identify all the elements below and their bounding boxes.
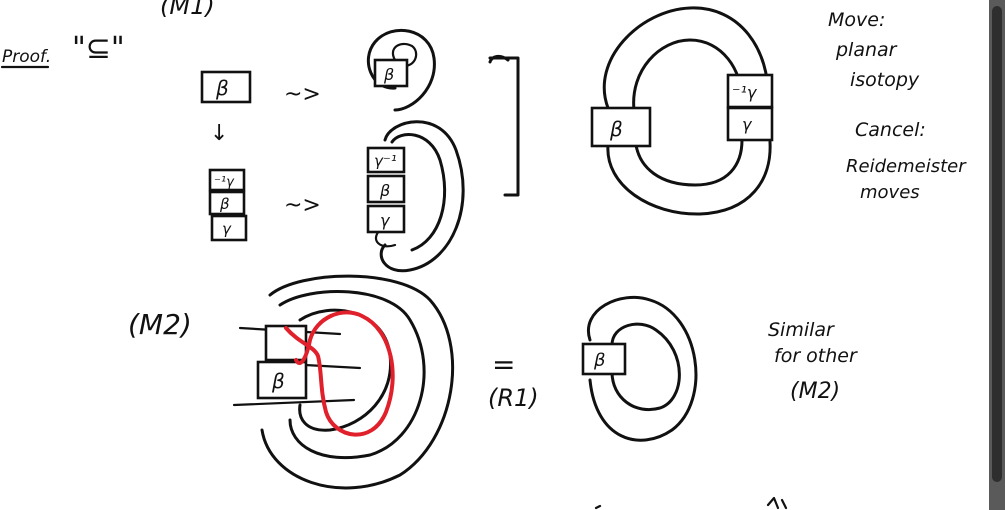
annulus-inner-bottom: [634, 138, 744, 187]
equals-sign: =: [492, 348, 515, 381]
note-similar: Similar: [768, 319, 835, 341]
label-m2: (M2): [128, 308, 192, 341]
m2-upper-box: [264, 324, 308, 362]
subset-quote: "⊆": [72, 31, 125, 66]
beta-box-mid: [366, 174, 406, 204]
m2-outer-ring: [260, 274, 455, 490]
gamma-inv-box-small: [208, 168, 246, 192]
beta-box: [200, 70, 252, 104]
gamma-inv-annulus-label: ⁻¹γ: [732, 83, 758, 102]
m2-strand-bottom: [232, 398, 356, 407]
closure-bottom-middle: [390, 133, 447, 252]
note-move: Move:: [828, 9, 885, 31]
red-highlight-loop: [284, 310, 395, 437]
gamma-inv-box: [366, 146, 406, 174]
note-moves: moves: [860, 182, 920, 203]
beta-mid-label: β: [379, 181, 390, 200]
result-inner-ring: [610, 322, 681, 411]
gamma-small-label: γ: [222, 220, 232, 238]
label-r1: (R1): [488, 384, 539, 412]
note-cancel: Cancel:: [855, 119, 926, 141]
squiggle-arrow-1: ~>: [284, 82, 321, 107]
m2-beta-label: β: [271, 369, 285, 393]
gamma-box-small: [210, 214, 248, 242]
gamma-label: γ: [380, 211, 391, 230]
note-isotopy: isotopy: [850, 69, 920, 91]
heading-m1: (M1): [160, 0, 215, 20]
scrollbar-thumb[interactable]: [992, 6, 1002, 482]
bottom-mark-2: [766, 496, 788, 510]
result-beta-label: β: [593, 350, 606, 371]
beta-small-label: β: [219, 195, 230, 213]
note-reidemeister: Reidemeister: [846, 156, 967, 177]
gamma-inv-small-label: ⁻¹γ: [214, 175, 235, 190]
closure-top-inner: [391, 42, 418, 68]
proof-label: Proof.: [2, 47, 51, 67]
note-m2: (M2): [790, 379, 840, 404]
down-arrow: ↓: [210, 121, 228, 146]
bottom-mark-1: [594, 504, 602, 510]
note-planar: planar: [835, 39, 898, 61]
result-outer-ring: [586, 295, 698, 442]
annulus-outer-bottom: [606, 140, 772, 216]
beta-box-label: β: [215, 76, 229, 100]
annulus-inner-top: [632, 38, 744, 112]
bracket-line: [488, 56, 520, 197]
beta-annulus-label: β: [609, 117, 623, 141]
m2-middle-ring: [278, 290, 426, 460]
annulus-outer-top: [602, 6, 770, 110]
gamma-annulus-label: γ: [742, 115, 753, 134]
gamma-inv-label: γ⁻¹: [374, 152, 397, 170]
beta-closure-label: β: [383, 65, 394, 84]
closure-top-outer: [366, 28, 436, 112]
closure-bottom-outer: [379, 120, 465, 273]
m2-beta-box: [256, 360, 308, 400]
beta-annulus-box: [590, 106, 652, 148]
note-for-other: for other: [774, 345, 858, 367]
vertical-scrollbar[interactable]: [989, 0, 1005, 510]
beta-closure-box: [373, 58, 409, 88]
beta-box-small: [208, 190, 246, 216]
m2-strand-mid: [303, 363, 362, 370]
squiggle-arrow-2: ~>: [284, 193, 321, 218]
result-beta-box: [581, 342, 627, 376]
gamma-inv-annulus-box: [726, 73, 774, 109]
gamma-annulus-box: [726, 106, 774, 142]
gamma-box: [366, 204, 406, 234]
